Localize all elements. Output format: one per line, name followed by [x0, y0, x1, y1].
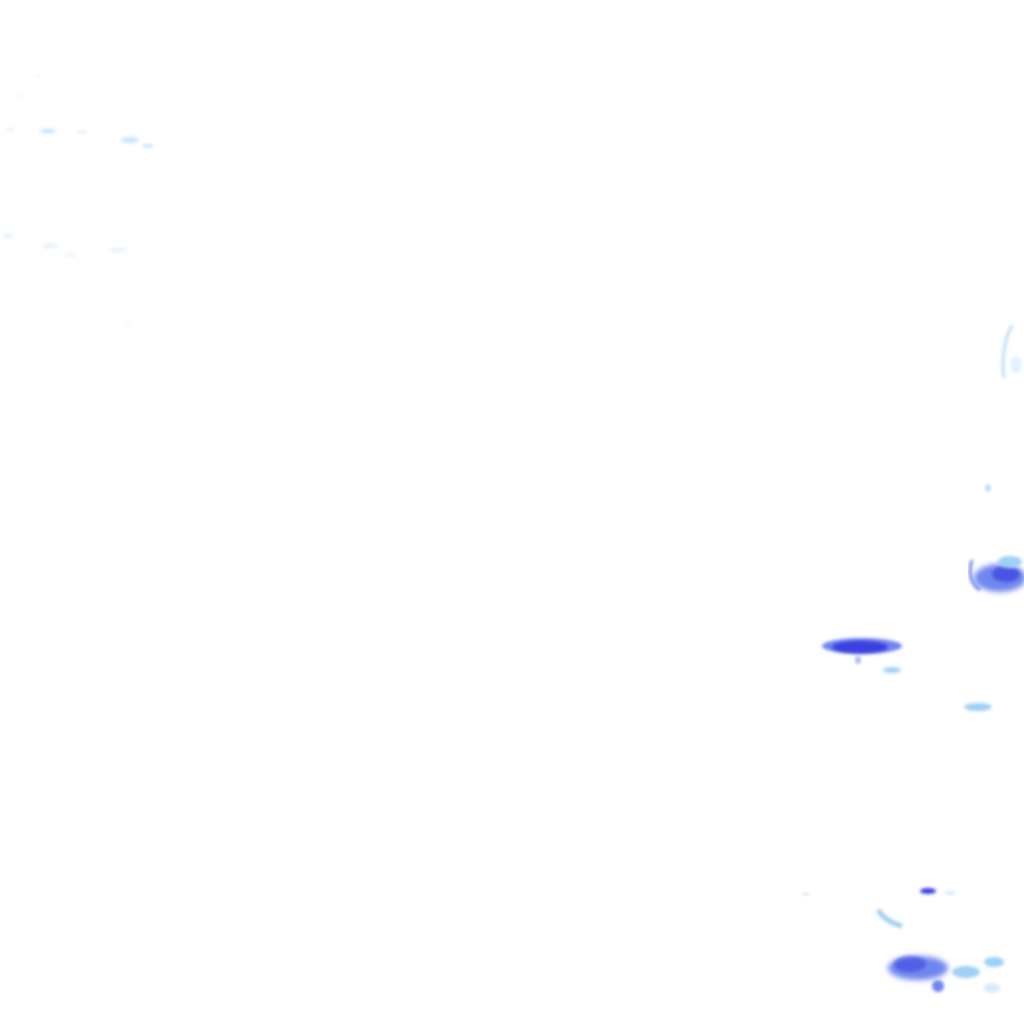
precip-cell-center-heavy [822, 638, 902, 673]
precip-cell-small-light [964, 703, 992, 711]
precip-cell-right-moderate [968, 556, 1024, 592]
precip-cell-right-upper-faint [985, 324, 1022, 492]
precip-cell-bottom-right [802, 888, 1004, 993]
precip-cell-upper-left-faint [3, 74, 154, 325]
